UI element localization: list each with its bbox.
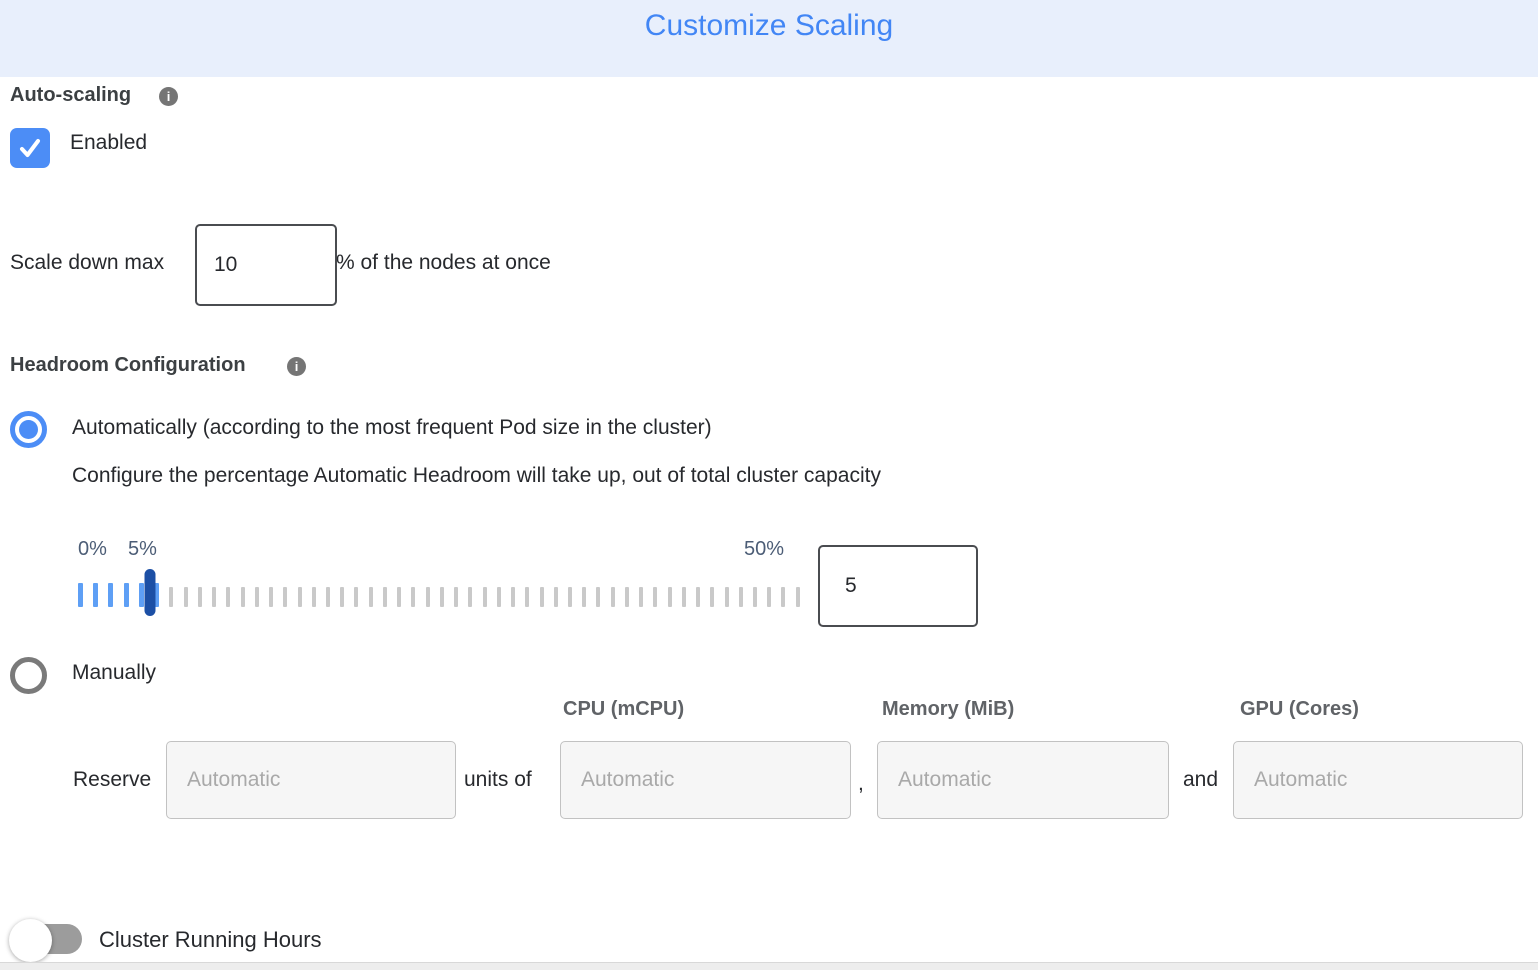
enabled-label: Enabled bbox=[70, 131, 148, 154]
autoscaling-enabled-checkbox[interactable] bbox=[10, 128, 50, 168]
slider-min-label: 0% bbox=[78, 538, 107, 560]
headroom-section-label: Headroom Configuration bbox=[10, 354, 246, 376]
scale-down-max-suffix: % of the nodes at once bbox=[336, 251, 551, 274]
headroom-description: Configure the percentage Automatic Headr… bbox=[72, 464, 881, 487]
cpu-field bbox=[560, 741, 851, 819]
bottom-divider bbox=[0, 962, 1538, 970]
headroom-info-icon[interactable]: i bbox=[287, 357, 306, 376]
slider-handle[interactable] bbox=[144, 569, 156, 616]
slider-max-label: 50% bbox=[744, 538, 785, 560]
radio-selected-dot bbox=[19, 420, 38, 439]
reserve-count-input[interactable] bbox=[167, 742, 455, 818]
scale-down-max-field bbox=[195, 224, 337, 306]
units-of-label: units of bbox=[464, 768, 532, 791]
and-label: and bbox=[1183, 768, 1219, 791]
column-header-cpu: CPU (mCPU) bbox=[563, 698, 685, 720]
gpu-field bbox=[1233, 741, 1523, 819]
comma-separator: , bbox=[858, 772, 864, 795]
manually-label: Manually bbox=[72, 661, 157, 684]
slider-current-label: 5% bbox=[128, 538, 157, 560]
memory-field bbox=[877, 741, 1169, 819]
reserve-label: Reserve bbox=[73, 768, 152, 791]
toggle-knob bbox=[9, 919, 52, 962]
scale-down-max-label: Scale down max bbox=[10, 251, 165, 274]
cluster-running-hours-label: Cluster Running Hours bbox=[99, 927, 322, 952]
cluster-running-hours-toggle[interactable] bbox=[9, 919, 82, 967]
scale-down-max-input[interactable] bbox=[197, 226, 335, 304]
radio-automatically[interactable] bbox=[10, 411, 47, 448]
gpu-input[interactable] bbox=[1234, 742, 1522, 818]
page-header: Customize Scaling bbox=[0, 0, 1538, 77]
checkmark-icon bbox=[17, 135, 43, 161]
headroom-percentage-input[interactable] bbox=[820, 547, 976, 625]
memory-input[interactable] bbox=[878, 742, 1168, 818]
headroom-slider[interactable]: 0% 5% 50% bbox=[78, 538, 800, 620]
reserve-count-field bbox=[166, 741, 456, 819]
autoscaling-section-label: Auto-scaling bbox=[10, 84, 132, 106]
cpu-input[interactable] bbox=[561, 742, 850, 818]
column-header-gpu: GPU (Cores) bbox=[1240, 698, 1359, 720]
headroom-percentage-field bbox=[818, 545, 978, 627]
column-header-memory: Memory (MiB) bbox=[882, 698, 1015, 720]
automatically-label: Automatically (according to the most fre… bbox=[72, 416, 712, 439]
slider-ticks[interactable] bbox=[78, 583, 800, 607]
autoscaling-info-icon[interactable]: i bbox=[159, 87, 178, 106]
radio-manually[interactable] bbox=[10, 657, 47, 694]
page-title: Customize Scaling bbox=[644, 9, 894, 42]
